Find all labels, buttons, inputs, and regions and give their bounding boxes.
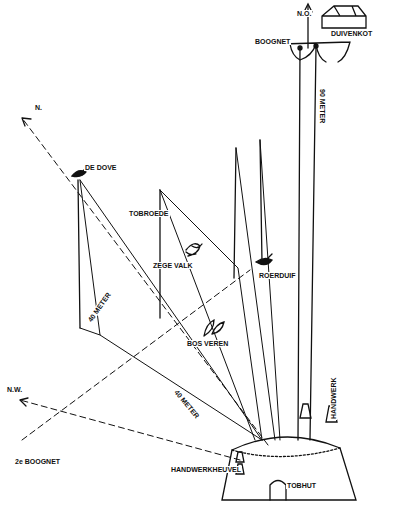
diagram-label: N.O. bbox=[296, 10, 312, 17]
bearing-line bbox=[22, 118, 268, 445]
falcon-icon bbox=[186, 244, 202, 256]
long-line bbox=[310, 48, 316, 440]
diagram-label: TOBROEDE bbox=[128, 210, 170, 217]
pull-line bbox=[236, 140, 280, 440]
diagram-label: ZEGE VALK bbox=[152, 262, 194, 269]
diagram-label: N. bbox=[34, 104, 43, 111]
roerduif-decoy bbox=[256, 254, 272, 265]
diagram-label: 40 METER bbox=[173, 388, 202, 420]
diagram-label: 40 METER bbox=[86, 290, 113, 324]
hut-door bbox=[270, 481, 286, 501]
diagram-label: 90 METER bbox=[319, 88, 326, 124]
pole bbox=[234, 148, 236, 278]
net-post bbox=[314, 44, 318, 48]
diagram-label: DE DOVE bbox=[84, 164, 118, 171]
diagram-label: BOS VEREN bbox=[186, 340, 229, 347]
diagram-label: 2e BOOGNET bbox=[14, 458, 61, 465]
net-post bbox=[298, 46, 302, 50]
bearing-line bbox=[20, 400, 240, 460]
arrow-head bbox=[20, 398, 28, 406]
hut-mound bbox=[222, 437, 356, 500]
diagram-label: DUIVENKOT bbox=[330, 30, 373, 37]
bow-net bbox=[282, 42, 350, 62]
long-line bbox=[298, 48, 300, 440]
diagram-label: BOOGNET bbox=[254, 38, 291, 45]
diagram-label: HANDWERK bbox=[330, 376, 337, 420]
bearing-line bbox=[22, 270, 250, 440]
feathers-icon bbox=[204, 320, 224, 336]
pull-line bbox=[80, 180, 262, 440]
diagram-label: TOBHUT bbox=[286, 482, 317, 489]
hut-thatch bbox=[232, 448, 340, 457]
arrow-head bbox=[22, 118, 31, 126]
diagram-label: ROERDUIF bbox=[258, 272, 297, 279]
diagram-label: N.W. bbox=[6, 386, 23, 393]
diagram-label: HANDWERKHEUVEL bbox=[170, 466, 242, 473]
dovecote bbox=[322, 6, 366, 28]
pole bbox=[78, 180, 80, 328]
